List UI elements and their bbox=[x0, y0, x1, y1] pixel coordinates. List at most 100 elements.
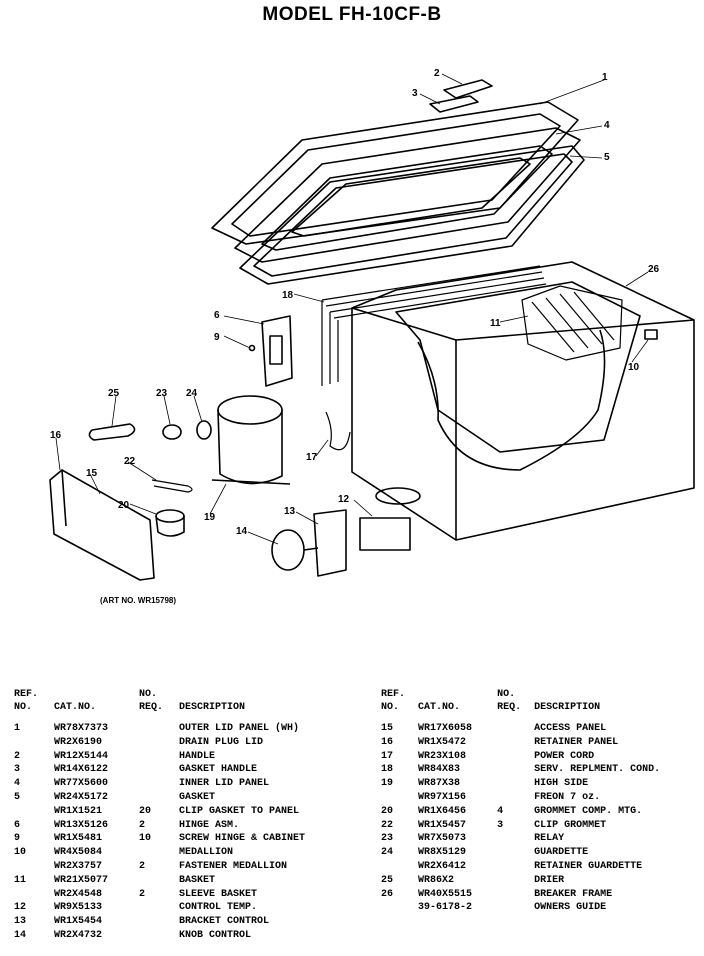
header-desc: DESCRIPTION bbox=[179, 702, 246, 713]
cell-ref: 6 bbox=[14, 819, 21, 831]
cell-cat-no: WR7X5073 bbox=[417, 833, 466, 845]
callout-26: 26 bbox=[648, 264, 660, 275]
cell-req bbox=[139, 763, 179, 777]
cell-ref: 22 bbox=[381, 819, 394, 831]
medallion bbox=[644, 329, 658, 340]
header-ref: REF.NO. bbox=[14, 689, 39, 713]
gasket-handle bbox=[429, 95, 479, 113]
cell-cat-no: WR87X38 bbox=[417, 778, 460, 790]
cell-req bbox=[497, 901, 534, 915]
cell-ref: 2 bbox=[14, 750, 21, 762]
cell-cat-no: WR24X5172 bbox=[54, 791, 109, 803]
cell-cat-no: WR1X6456 bbox=[417, 805, 466, 817]
cell-description: SLEEVE BASKET bbox=[179, 888, 258, 900]
cell-cat-no: WR17X6058 bbox=[417, 723, 472, 734]
table-row: 13 WR1X5454 BRACKET CONTROL bbox=[14, 915, 359, 929]
cell-cat-no: WR12X5144 bbox=[54, 750, 109, 762]
cell-req bbox=[139, 750, 179, 764]
cell-description: OUTER LID PANEL (WH) bbox=[179, 723, 300, 734]
cell-req: 10 bbox=[139, 833, 152, 845]
cell-description: BRACKET CONTROL bbox=[179, 916, 270, 928]
cell-req bbox=[497, 763, 534, 777]
cell-req bbox=[139, 929, 179, 943]
cell-ref: 3 bbox=[14, 764, 21, 776]
callout-12: 12 bbox=[338, 494, 350, 505]
cell-cat-no: 39-6178-2 bbox=[417, 902, 472, 914]
clip-grommet bbox=[151, 479, 193, 493]
callout-18: 18 bbox=[282, 290, 294, 301]
callout-9: 9 bbox=[214, 332, 220, 343]
callout-24: 24 bbox=[186, 388, 198, 399]
cell-ref: 16 bbox=[381, 736, 394, 748]
cell-description: SERV. REPLMENT. COND. bbox=[534, 764, 661, 776]
header-cat: CAT.NO. bbox=[417, 702, 460, 713]
drier bbox=[88, 423, 136, 441]
cell-description: HIGH SIDE bbox=[534, 778, 589, 790]
cell-req bbox=[497, 874, 534, 888]
grommet bbox=[155, 509, 185, 537]
control-temp bbox=[359, 487, 421, 551]
callout-17: 17 bbox=[306, 452, 318, 463]
basket bbox=[521, 285, 623, 361]
art-number: (ART NO. WR15798) bbox=[100, 596, 177, 605]
cell-req: 2 bbox=[139, 860, 146, 872]
cell-req: 2 bbox=[139, 888, 146, 900]
cell-ref: 10 bbox=[14, 847, 27, 859]
cell-cat-no: WR1X5454 bbox=[54, 916, 103, 928]
cell-ref: 25 bbox=[381, 874, 394, 886]
relay bbox=[162, 424, 182, 440]
cell-description: RELAY bbox=[534, 833, 565, 845]
cell-ref: 23 bbox=[381, 833, 394, 845]
cell-req bbox=[497, 846, 534, 860]
freezer-cabinet bbox=[351, 261, 695, 541]
cell-description: GUARDETTE bbox=[534, 847, 589, 859]
table-row: 15 WR17X6058 ACCESS PANEL bbox=[381, 722, 704, 736]
cell-ref bbox=[14, 736, 54, 750]
cell-description: GASKET HANDLE bbox=[179, 764, 258, 776]
cell-ref: 11 bbox=[14, 874, 27, 886]
cell-cat-no: WR2X6190 bbox=[54, 736, 103, 748]
cell-req bbox=[497, 860, 534, 874]
table-header-row: REF.NO. CAT.NO. NO.REQ. DESCRIPTION bbox=[381, 688, 704, 722]
cell-cat-no: WR1X5457 bbox=[417, 819, 466, 831]
cell-req bbox=[497, 736, 534, 750]
header-req: NO.REQ. bbox=[139, 689, 164, 713]
cell-req bbox=[139, 777, 179, 791]
cell-ref: 13 bbox=[14, 916, 27, 928]
cell-ref: 26 bbox=[381, 888, 394, 900]
cell-description: KNOB CONTROL bbox=[179, 929, 252, 941]
cell-description: HINGE ASM. bbox=[179, 819, 240, 831]
callout-25: 25 bbox=[108, 388, 120, 399]
cell-cat-no: WR9X5133 bbox=[54, 902, 103, 914]
cell-cat-no: WR40X5515 bbox=[417, 888, 472, 900]
cell-cat-no: WR14X6122 bbox=[54, 764, 109, 776]
cell-cat-no: WR2X4732 bbox=[54, 929, 103, 941]
cell-description: ACCESS PANEL bbox=[534, 723, 607, 734]
cell-req: 4 bbox=[497, 805, 504, 817]
knob-control bbox=[271, 529, 319, 571]
cell-cat-no: WR2X3757 bbox=[54, 860, 103, 872]
cell-req bbox=[139, 915, 179, 929]
cell-description: BASKET bbox=[179, 874, 216, 886]
condenser-coil bbox=[321, 265, 547, 386]
cell-ref: 9 bbox=[14, 833, 21, 845]
cell-ref: 15 bbox=[381, 723, 394, 734]
